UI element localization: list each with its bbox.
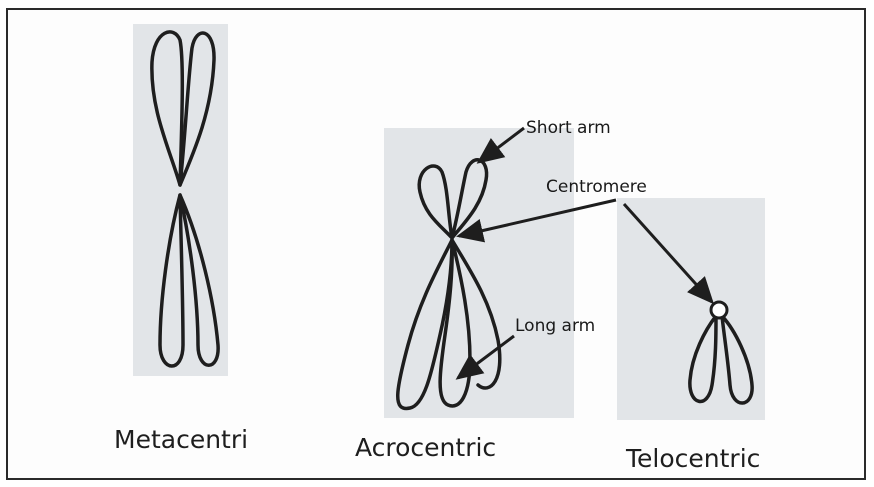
telocentric-centromere (711, 302, 727, 318)
acrocentric-caption: Acrocentric (355, 433, 496, 462)
acrocentric-shade (384, 128, 574, 418)
telocentric-caption: Telocentric (626, 444, 760, 473)
centromere-label: Centromere (546, 177, 647, 197)
long-arm-label: Long arm (515, 316, 595, 336)
short-arm-label: Short arm (526, 118, 611, 138)
metacentric-caption: Metacentri (114, 425, 248, 454)
